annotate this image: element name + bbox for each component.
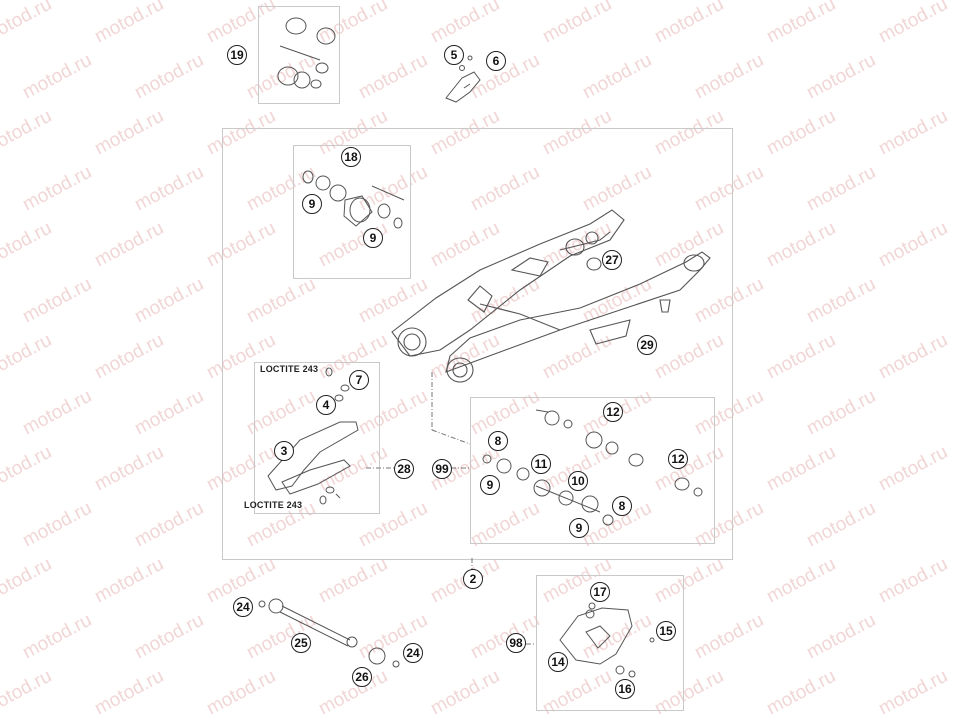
part-callout-12b[interactable]: 12 xyxy=(668,449,688,469)
part-callout-15[interactable]: 15 xyxy=(656,621,676,641)
part-callout-17[interactable]: 17 xyxy=(590,582,610,602)
part-callout-28[interactable]: 28 xyxy=(394,459,414,479)
part-callout-3[interactable]: 3 xyxy=(274,441,294,461)
part-callout-2[interactable]: 2 xyxy=(463,569,483,589)
part-callout-11[interactable]: 11 xyxy=(531,454,551,474)
part-callout-9b[interactable]: 9 xyxy=(363,228,383,248)
slider-piece-illustration xyxy=(445,55,481,103)
part-callout-16[interactable]: 16 xyxy=(615,679,635,699)
part-callout-4[interactable]: 4 xyxy=(316,395,336,415)
part-callout-25[interactable]: 25 xyxy=(291,633,311,653)
part-callout-6[interactable]: 6 xyxy=(486,51,506,71)
part-callout-24b[interactable]: 24 xyxy=(403,643,423,663)
linkage-bearing-illustration xyxy=(482,409,703,526)
part-callout-26[interactable]: 26 xyxy=(352,667,372,687)
box-swingarm-main xyxy=(222,128,733,560)
part-callout-18[interactable]: 18 xyxy=(341,147,361,167)
pivot-bushing-illustration xyxy=(302,170,405,229)
part-callout-24a[interactable]: 24 xyxy=(233,597,253,617)
loctite-label-upper: LOCTITE 243 xyxy=(260,364,319,374)
part-callout-29[interactable]: 29 xyxy=(637,335,657,355)
part-callout-9d[interactable]: 9 xyxy=(569,518,589,538)
box-linkage-bearings xyxy=(470,397,715,544)
chain-slider-illustration xyxy=(267,367,359,505)
swingarm-illustration xyxy=(391,209,711,383)
part-callout-8b[interactable]: 8 xyxy=(612,496,632,516)
part-callout-14[interactable]: 14 xyxy=(548,652,568,672)
part-callout-5[interactable]: 5 xyxy=(444,45,464,65)
box-chain-guide xyxy=(536,575,684,711)
box-pivot-bushings xyxy=(293,145,411,279)
part-callout-98[interactable]: 98 xyxy=(506,633,526,653)
part-callout-12a[interactable]: 12 xyxy=(603,402,623,422)
chain-guide-illustration xyxy=(559,602,655,678)
bearing-set-illustration xyxy=(277,17,336,89)
part-callout-99[interactable]: 99 xyxy=(432,459,452,479)
part-callout-27[interactable]: 27 xyxy=(602,250,622,270)
part-callout-8a[interactable]: 8 xyxy=(488,431,508,451)
leader-lines xyxy=(366,372,536,645)
loctite-label-lower: LOCTITE 243 xyxy=(244,500,303,510)
part-callout-10[interactable]: 10 xyxy=(568,471,588,491)
box-top-bearings xyxy=(258,6,340,104)
box-chain-slider xyxy=(254,362,380,514)
part-callout-9a[interactable]: 9 xyxy=(302,194,322,214)
part-callout-19[interactable]: 19 xyxy=(227,45,247,65)
part-callout-7[interactable]: 7 xyxy=(349,370,369,390)
axle-illustration xyxy=(258,598,400,668)
part-callout-9c[interactable]: 9 xyxy=(480,475,500,495)
